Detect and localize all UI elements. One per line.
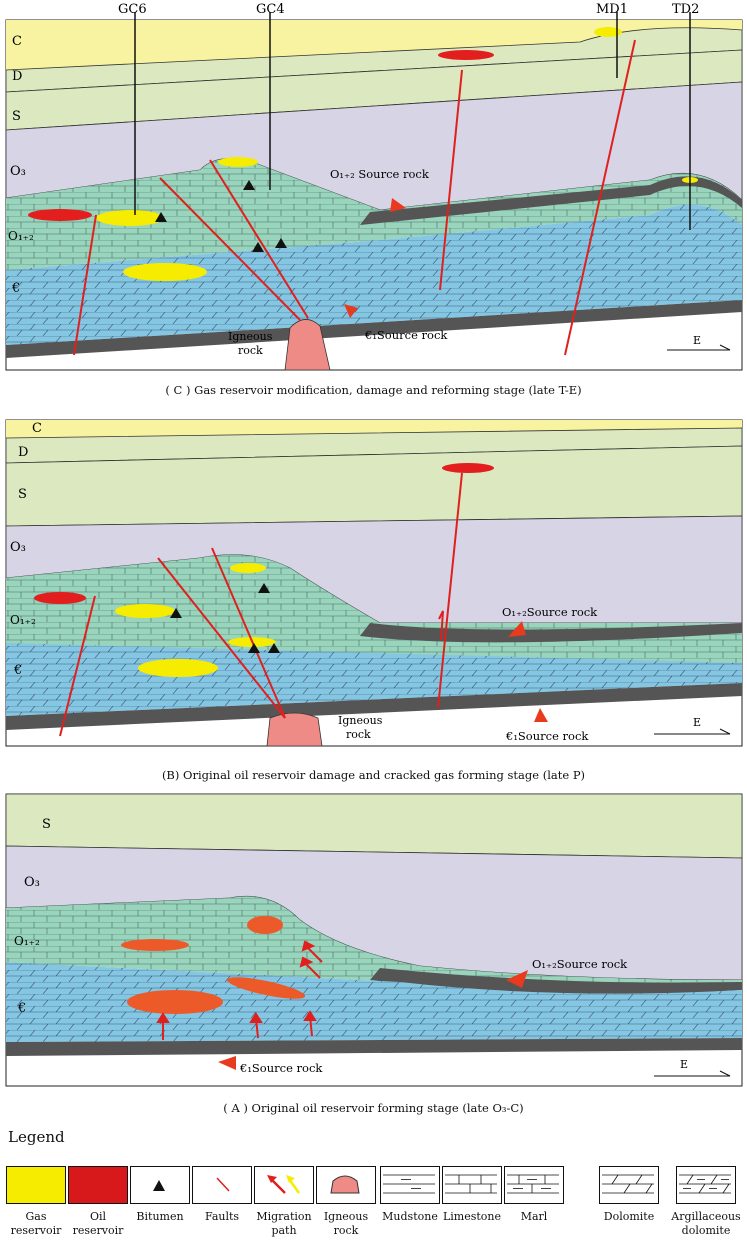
panel-b-compass-arrow — [654, 728, 731, 735]
panel-a-caption: ( A ) Original oil reservoir forming sta… — [223, 1101, 524, 1115]
panel-c-compass-label: E — [693, 334, 701, 347]
panel-c-e-source-arrow — [344, 304, 358, 318]
legend-label: Mudstone — [382, 1210, 438, 1223]
legend-marl: Marl — [502, 1166, 566, 1224]
fault-line-icon — [192, 1166, 252, 1204]
migration-arrows-icon — [254, 1166, 314, 1204]
legend-label: Faults — [204, 1210, 240, 1223]
well-gc4-label: GC4 — [256, 2, 285, 17]
panel-b-stratum-c: C — [32, 421, 42, 436]
panel-a-compass-label: E — [680, 1058, 688, 1071]
panel-a-o-source-arrow — [506, 970, 528, 988]
panel-c-o-source-arrow — [390, 198, 406, 212]
well-md1-label: MD1 — [596, 2, 628, 17]
panel-a-o-source-label: O₁₊₂Source rock — [532, 957, 628, 971]
panel-b-e-source-label: €₁Source rock — [505, 729, 589, 743]
panel-a-stratum-o3: O₃ — [24, 875, 40, 890]
mudstone-pattern-icon — [380, 1166, 440, 1204]
legend-migration-path: Migration path — [252, 1166, 316, 1238]
panel-b-compass-label: E — [693, 716, 701, 729]
well-gc6-label: GC6 — [118, 2, 147, 17]
panel-a-section: S O₃ O₁₊₂ € O₁₊₂Source rock €₁Source roc… — [5, 793, 743, 1087]
igneous-dome-icon — [316, 1166, 376, 1204]
panel-a-stratum-cambrian: € — [17, 1001, 26, 1016]
gas-reservoir-swatch-icon — [6, 1166, 66, 1204]
panel-b-stratum-cambrian: € — [13, 663, 22, 678]
panel-c-compass-arrow — [667, 344, 731, 351]
panel-b-igneous-label-2: rock — [346, 728, 371, 741]
legend-label: Dolomite — [603, 1210, 655, 1223]
panel-c-caption: ( C ) Gas reservoir modification, damage… — [165, 383, 582, 397]
panel-c-igneous-label-2: rock — [238, 344, 263, 357]
panel-c-stratum-c: C — [12, 34, 22, 49]
panel-b-section: C D S O₃ O₁₊₂ € O₁₊₂Source rock €₁Source… — [5, 419, 743, 747]
legend-gas-reservoir: Gas reservoir — [4, 1166, 68, 1238]
argillaceous-dolomite-pattern-icon — [676, 1166, 736, 1204]
panel-a-e-source-label: €₁Source rock — [239, 1061, 323, 1075]
marl-pattern-icon — [504, 1166, 564, 1204]
legend-label: Marl — [520, 1210, 548, 1223]
panel-b-stratum-o12: O₁₊₂ — [10, 613, 36, 627]
legend-label: Argillaceous dolomite — [671, 1210, 741, 1237]
panel-c-stratum-o3: O₃ — [10, 164, 26, 179]
panel-a-stratum-s: S — [42, 817, 51, 832]
legend-bitumen: Bitumen — [128, 1166, 192, 1224]
legend-label: Gas reservoir — [10, 1210, 62, 1237]
panel-c-stratum-s: S — [12, 109, 21, 124]
legend-mudstone: Mudstone — [378, 1166, 442, 1224]
panel-c-section: GC6 GC4 MD1 TD2 C D S O₃ O₁₊₂ € O₁₊₂ Sou… — [5, 2, 743, 371]
legend-label: Limestone — [442, 1210, 502, 1223]
bitumen-triangle-icon — [130, 1166, 190, 1204]
dolomite-pattern-icon — [599, 1166, 659, 1204]
panel-a-stratum-o12: O₁₊₂ — [14, 934, 40, 948]
panel-c-stratum-d: D — [12, 69, 22, 84]
panel-c-e-source-label: €₁Source rock — [364, 328, 448, 342]
panel-b-e-source-arrow — [534, 708, 548, 722]
panel-b-o-source-arrow — [508, 621, 526, 637]
panel-b-caption: (B) Original oil reservoir damage and cr… — [161, 768, 586, 782]
panel-c-igneous-label-1: Igneous — [228, 330, 273, 343]
legend-faults: Faults — [190, 1166, 254, 1224]
panel-b-stratum-o3: O₃ — [10, 540, 26, 555]
legend-dolomite: Dolomite — [597, 1166, 661, 1224]
oil-reservoir-swatch-icon — [68, 1166, 128, 1204]
legend-oil-reservoir: Oil reservoir — [66, 1166, 130, 1238]
panel-a-compass-arrow — [654, 1070, 731, 1077]
panel-c-o-source-label: O₁₊₂ Source rock — [330, 167, 430, 181]
panel-b-igneous-label-1: Igneous — [338, 714, 383, 727]
legend-limestone: Limestone — [440, 1166, 504, 1224]
panel-b-stratum-d: D — [18, 445, 28, 460]
legend-igneous-rock: Igneous rock — [314, 1166, 378, 1238]
panel-a-e-source-arrow — [218, 1056, 236, 1070]
well-td2-label: TD2 — [672, 2, 699, 17]
legend-label: Migration path — [256, 1210, 312, 1237]
panel-c-stratum-o12: O₁₊₂ — [8, 229, 34, 243]
legend-label: Bitumen — [136, 1210, 184, 1223]
legend-label: Oil reservoir — [72, 1210, 124, 1237]
legend-label: Igneous rock — [323, 1210, 369, 1237]
legend-argillaceous-dolomite: Argillaceous dolomite — [668, 1166, 744, 1238]
panel-c-stratum-cambrian: € — [11, 281, 20, 296]
panel-b-o-source-label: O₁₊₂Source rock — [502, 605, 598, 619]
limestone-pattern-icon — [442, 1166, 502, 1204]
legend-title: Legend — [8, 1128, 65, 1146]
panel-b-stratum-s: S — [18, 487, 27, 502]
